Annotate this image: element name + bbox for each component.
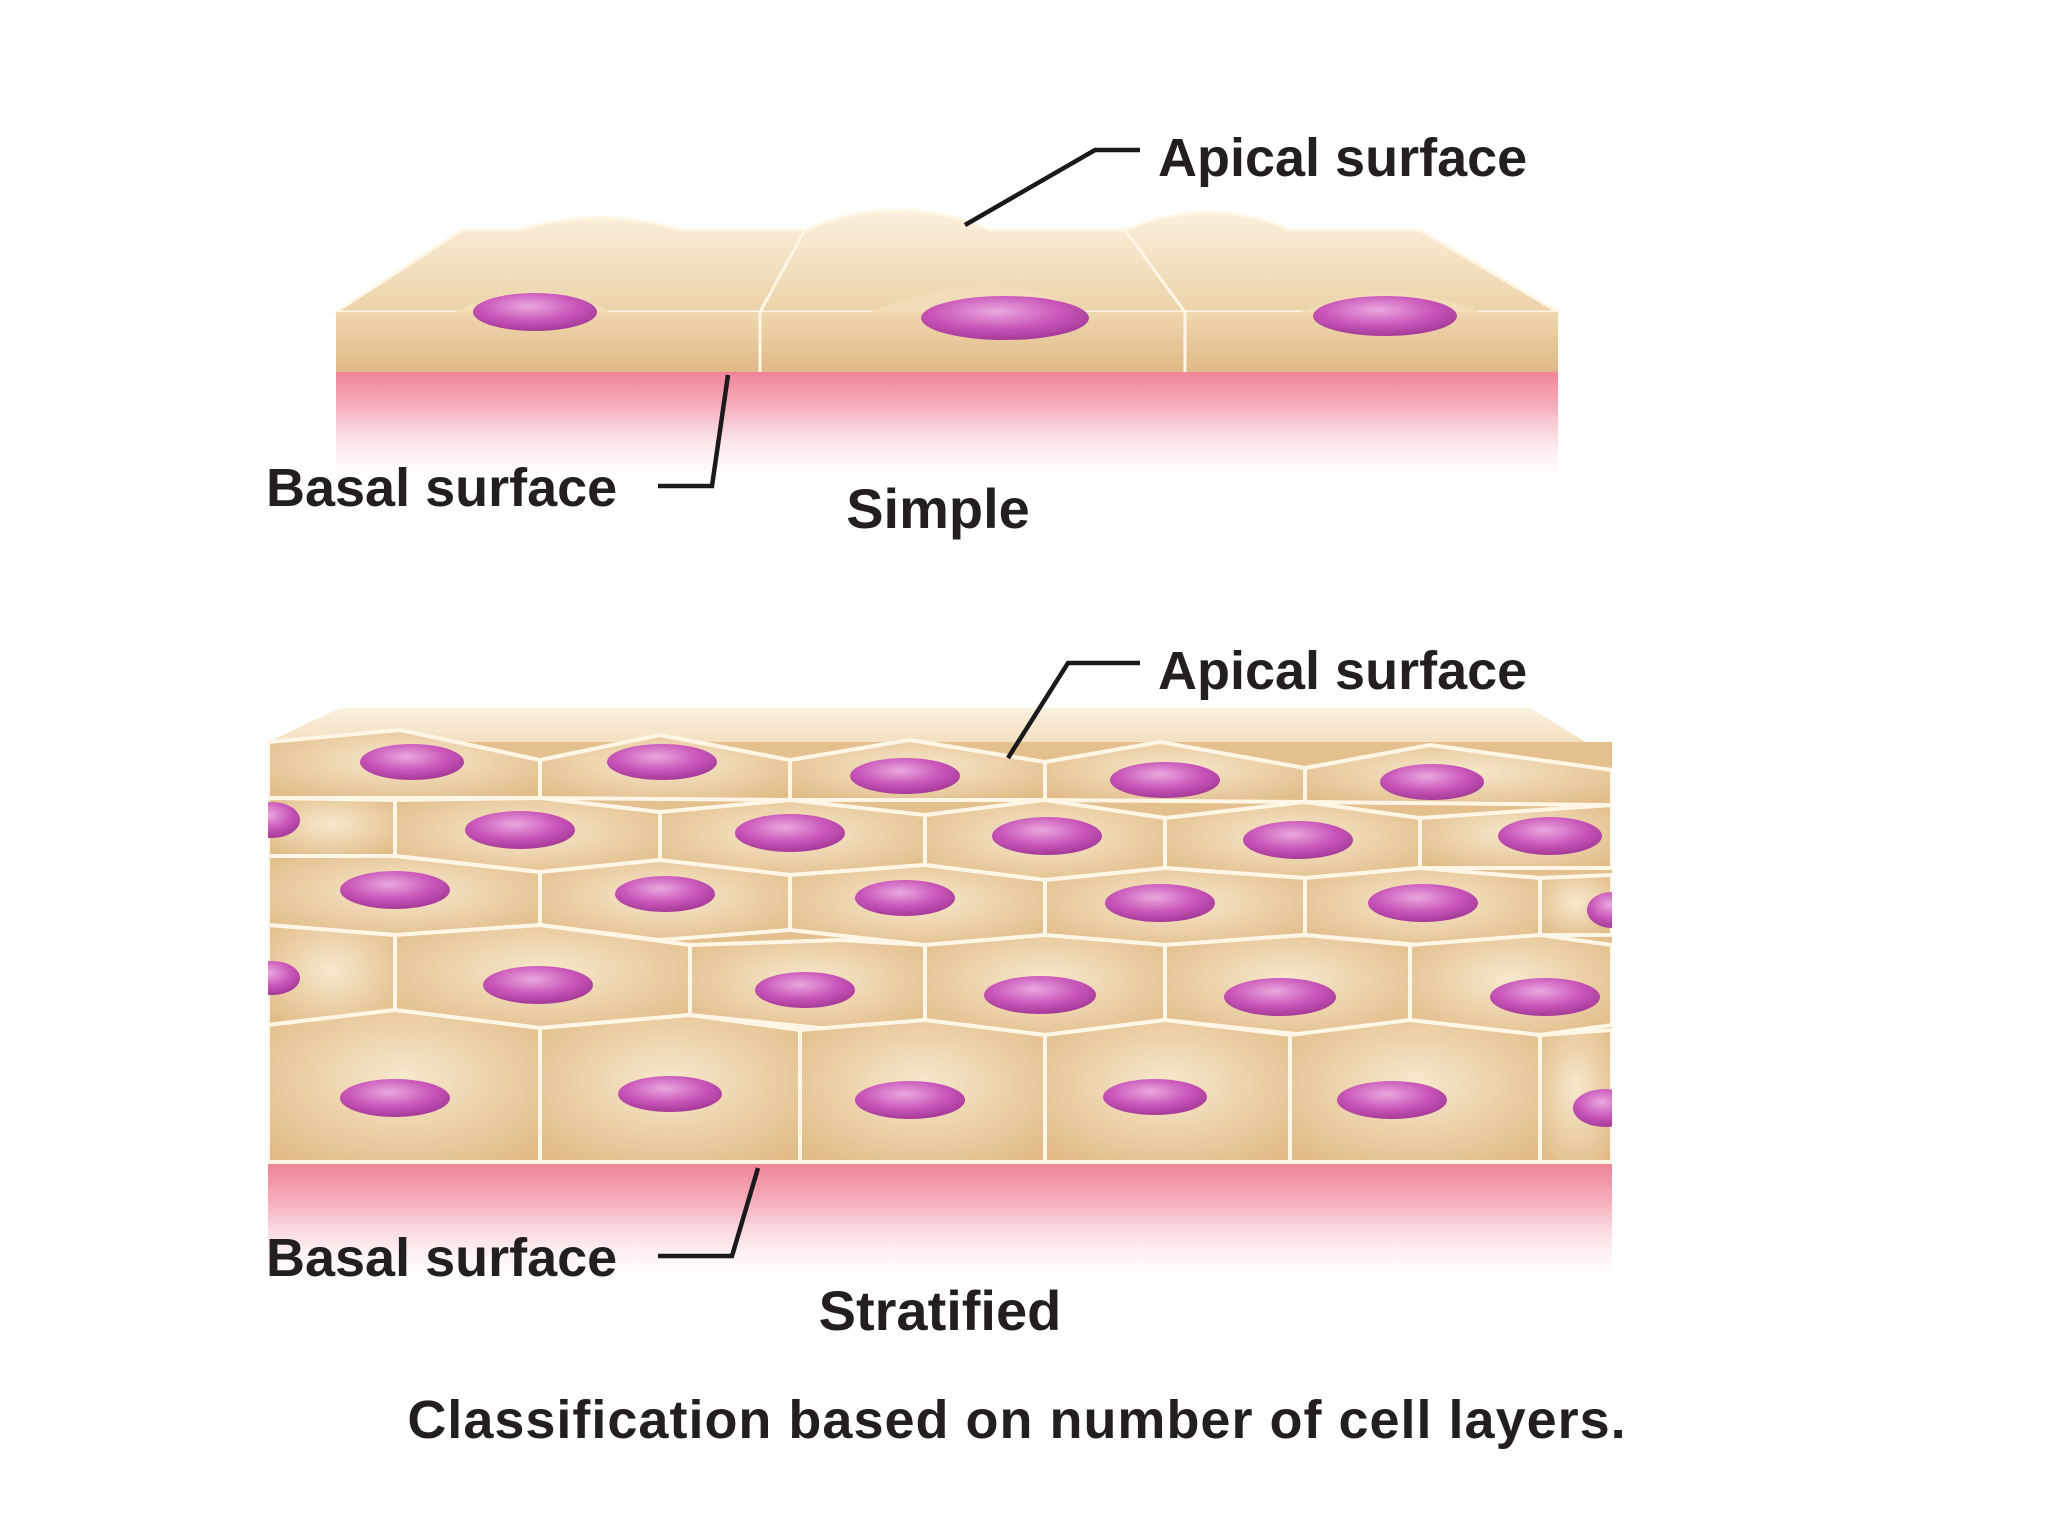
stratified-nucleus — [1243, 821, 1353, 859]
stratified-nucleus — [1490, 978, 1600, 1016]
stratified-nucleus — [735, 814, 845, 852]
stratified-nucleus — [855, 1081, 965, 1119]
stratified-nucleus — [1587, 892, 1612, 928]
stratified-nucleus — [268, 802, 300, 838]
stratified-nucleus — [1105, 884, 1215, 922]
stratified-nucleus — [618, 1076, 722, 1112]
simple-basal-label: Basal surface — [266, 458, 617, 518]
stratified-nucleus — [1110, 762, 1220, 798]
simple-apical-label: Apical surface — [1158, 128, 1527, 188]
stratified-nucleus — [1573, 1089, 1612, 1127]
stratified-nucleus — [340, 871, 450, 909]
stratified-nucleus — [755, 972, 855, 1008]
stratified-basal-label: Basal surface — [266, 1228, 617, 1288]
simple-apical-leader — [963, 147, 1140, 227]
stratified-epithelium — [268, 708, 1612, 1290]
simple-title: Simple — [846, 477, 1030, 540]
stratified-nucleus — [992, 817, 1102, 855]
stratified-nucleus — [607, 744, 717, 780]
simple-basal-leader — [658, 374, 731, 489]
stratified-nucleus — [1337, 1081, 1447, 1119]
stratified-nucleus — [984, 976, 1096, 1014]
stratified-title: Stratified — [819, 1279, 1062, 1342]
stratified-nucleus — [850, 758, 960, 794]
stratified-nucleus — [483, 966, 593, 1004]
stratified-nucleus — [855, 880, 955, 916]
simple-epithelium — [330, 208, 1564, 488]
stratified-apical-leader — [1006, 660, 1140, 760]
simple-basement-membrane — [336, 368, 1558, 488]
simple-nucleus — [921, 296, 1089, 340]
stratified-nucleus — [465, 811, 575, 849]
stratified-basement-membrane — [268, 1160, 1612, 1290]
stratified-nucleus — [1224, 978, 1336, 1016]
figure-caption: Classification based on number of cell l… — [407, 1390, 1626, 1450]
stratified-nucleus — [1498, 817, 1602, 855]
simple-apical-top — [330, 208, 1564, 314]
simple-nucleus — [473, 293, 597, 331]
stratified-nucleus — [1380, 764, 1484, 800]
stratified-nucleus — [340, 1079, 450, 1117]
stratified-nucleus — [1368, 884, 1478, 922]
stratified-basal-leader — [658, 1167, 761, 1259]
stratified-nucleus — [615, 876, 715, 912]
stratified-nucleus — [360, 744, 464, 780]
stratified-nucleus — [268, 961, 300, 995]
stratified-cells — [268, 727, 1612, 1164]
simple-nucleus — [1313, 296, 1457, 336]
stratified-nucleus — [1103, 1079, 1207, 1115]
stratified-apical-label: Apical surface — [1158, 641, 1527, 701]
